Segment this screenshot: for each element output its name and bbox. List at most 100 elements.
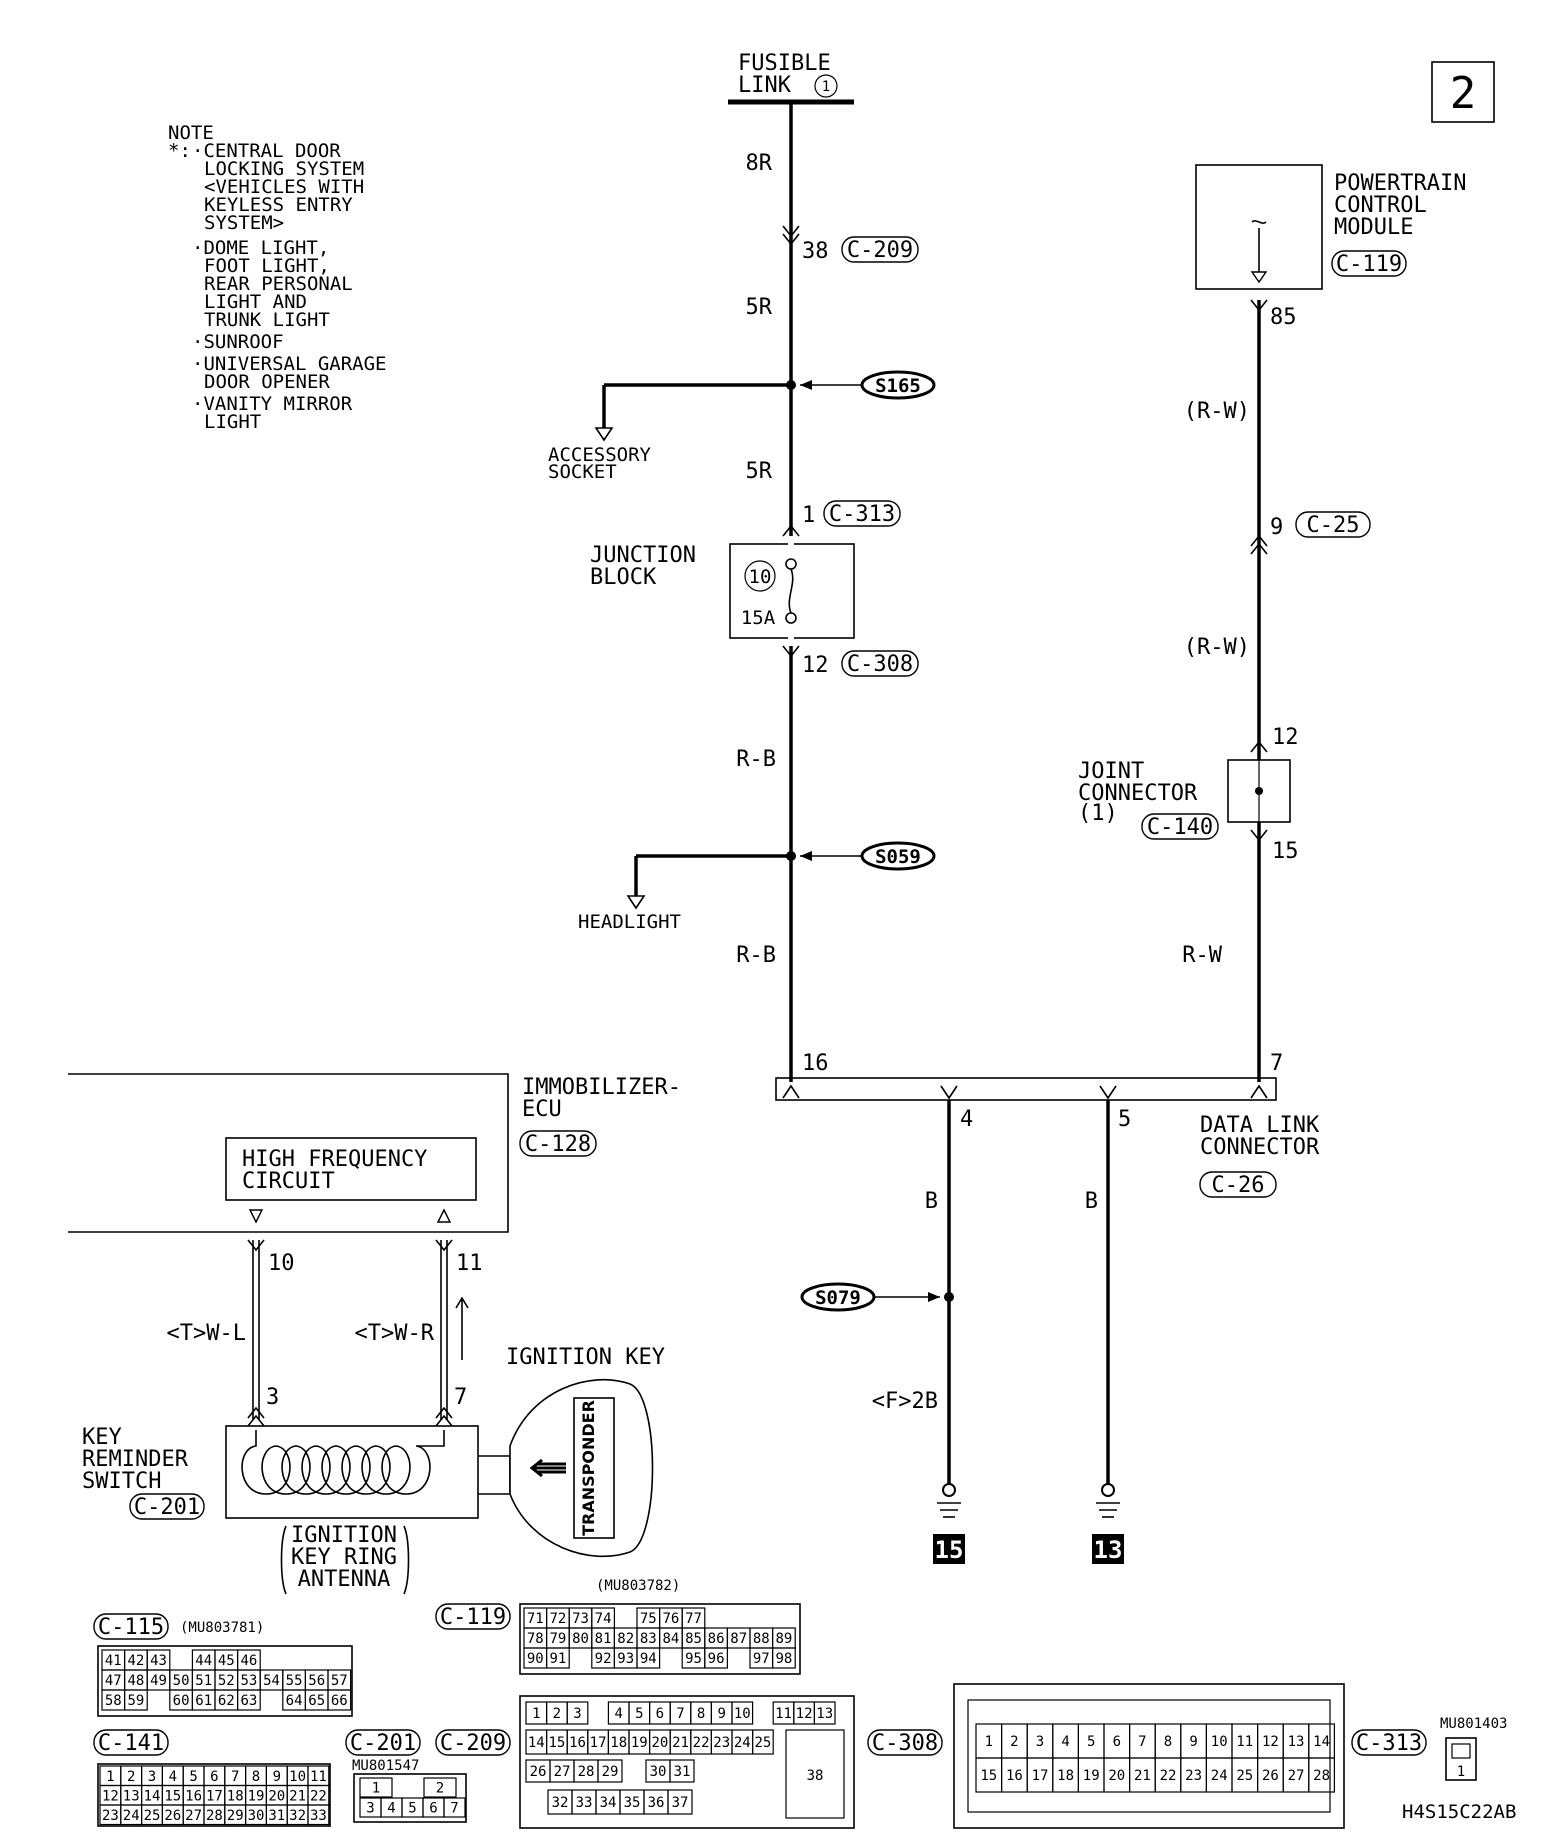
joint-connector-mark-bottom xyxy=(1250,829,1268,842)
pin-4: 4 xyxy=(960,1107,973,1132)
c201-top-pin: 2 xyxy=(436,1781,444,1797)
connector-c209-label: C-209 xyxy=(847,238,913,263)
c141-pin: 33 xyxy=(310,1808,327,1824)
pin-15-joint: 15 xyxy=(1272,839,1299,864)
c119-pin: 80 xyxy=(572,1631,589,1647)
splice-s165-tag xyxy=(860,370,936,400)
c201-bottom-cell xyxy=(443,1797,466,1818)
c209-r4-pin: 33 xyxy=(576,1795,593,1811)
c209-r3-cell xyxy=(597,1759,623,1783)
wire-label-b-b: B xyxy=(1085,1189,1098,1214)
ignition-key-label: IGNITION KEY xyxy=(506,1345,665,1370)
c209-r2-pin: 20 xyxy=(651,1735,668,1751)
connector-c141-frame xyxy=(97,1763,331,1827)
connector-view-c115-tag xyxy=(93,1613,169,1640)
c119-pin: 90 xyxy=(527,1651,544,1667)
c308-pin: 14 xyxy=(1313,1734,1330,1750)
c119-pin: 95 xyxy=(685,1651,702,1667)
connector-tag-c119 xyxy=(1331,250,1407,277)
connector-c313-latch xyxy=(1451,1743,1471,1759)
data-link-line-2: CONNECTOR xyxy=(1200,1135,1320,1160)
c115-pin: 65 xyxy=(308,1693,325,1709)
fusible-link: FUSIBLE LINK 1 xyxy=(728,51,854,105)
pcm-symbol-arrow xyxy=(1250,271,1268,284)
c201-bottom-pin: 7 xyxy=(450,1801,458,1817)
wire-label-rw-c: R-W xyxy=(1182,943,1222,968)
immobilizer-line-2: ECU xyxy=(522,1097,562,1122)
c308-pin: 5 xyxy=(1087,1734,1095,1750)
ignition-key: IGNITION KEY TRANSPONDER xyxy=(478,1345,665,1558)
c209-r3-pin: 27 xyxy=(554,1764,571,1780)
pin-1: 1 xyxy=(802,503,815,528)
c115-pin: 64 xyxy=(286,1693,303,1709)
dlc-pin-4-mark xyxy=(940,1085,958,1100)
joint-connector-mark-top xyxy=(1250,740,1268,753)
c141-pin: 2 xyxy=(127,1769,135,1785)
c115-pin: 53 xyxy=(240,1673,257,1689)
note-title: NOTE xyxy=(168,122,214,144)
c115-pin: 56 xyxy=(308,1673,325,1689)
connector-c128-label: C-128 xyxy=(525,1132,591,1157)
c119-cell xyxy=(545,1647,570,1669)
connector-c119-part: (MU803782) xyxy=(596,1578,680,1594)
ground-a-badge xyxy=(933,1534,965,1564)
c141-pin: 10 xyxy=(289,1769,306,1785)
fusible-link-line-1: FUSIBLE xyxy=(738,51,831,76)
c141-pin: 7 xyxy=(231,1769,239,1785)
note-block: NOTE *: ·CENTRAL DOOR LOCKING SYSTEM <VE… xyxy=(168,122,386,433)
c308-pin: 27 xyxy=(1288,1768,1305,1784)
pin-85: 85 xyxy=(1270,305,1297,330)
connector-c119-label: C-119 xyxy=(1336,252,1402,277)
hf-input-arrow xyxy=(436,1208,452,1223)
c119-cell xyxy=(636,1647,661,1669)
connector-tag-c313 xyxy=(823,500,901,527)
c119-pin: 77 xyxy=(685,1611,702,1627)
c119-cell xyxy=(704,1647,728,1669)
c209-r4-cell xyxy=(667,1789,693,1815)
fuse-number-circle xyxy=(744,560,776,592)
c141-pin: 24 xyxy=(123,1808,140,1824)
data-link-line-1: DATA LINK xyxy=(1200,1113,1320,1138)
key-reminder-switch: KEY REMINDER SWITCH C-201 IGNITION KEY R… xyxy=(82,1425,479,1595)
connector-c209-large-cavity xyxy=(785,1729,845,1819)
c201-bottom-pin: 6 xyxy=(429,1801,437,1817)
c115-pin: 59 xyxy=(127,1693,144,1709)
connector-c308-inner xyxy=(967,1699,1331,1813)
fusible-link-number: 1 xyxy=(822,79,830,95)
pin-5: 5 xyxy=(1118,1107,1131,1132)
c209-r1-pin: 3 xyxy=(573,1706,581,1722)
c308-pin: 11 xyxy=(1236,1734,1253,1750)
c119-pin: 91 xyxy=(549,1651,566,1667)
pin-10: 10 xyxy=(268,1251,295,1276)
c141-pin: 9 xyxy=(273,1769,281,1785)
c308-pin: 17 xyxy=(1032,1768,1049,1784)
connector-view-c119-tag xyxy=(435,1603,511,1630)
connector-mark-pin-10 xyxy=(247,1239,265,1252)
c141-cell xyxy=(307,1804,330,1826)
c141-pin: 3 xyxy=(148,1769,156,1785)
c141-pin: 17 xyxy=(206,1788,223,1804)
fuse-element xyxy=(788,568,794,614)
c115-cell xyxy=(123,1689,148,1711)
connector-c25-label: C-25 xyxy=(1307,513,1360,538)
drawing-code: H4S15C22AB xyxy=(1402,1801,1516,1823)
connector-c313-frame xyxy=(1445,1737,1477,1781)
fuse-terminal-top xyxy=(785,558,797,570)
c209-r1-cell xyxy=(566,1701,589,1725)
pcm-line-1: POWERTRAIN xyxy=(1334,171,1466,196)
splice-s079-dot xyxy=(944,1292,954,1302)
dlc-pin-7-mark xyxy=(1250,1084,1268,1099)
c115-pin: 58 xyxy=(105,1693,122,1709)
c209-r3-pin: 30 xyxy=(650,1764,667,1780)
note-item-4-line-1: ·UNIVERSAL GARAGE xyxy=(192,353,386,375)
c119-pin: 94 xyxy=(640,1651,657,1667)
c209-r1-pin: 1 xyxy=(532,1706,540,1722)
connector-c313-part: MU801403 xyxy=(1440,1716,1507,1732)
fusible-link-line-2: LINK xyxy=(738,73,792,98)
c308-pin: 16 xyxy=(1006,1768,1023,1784)
note-item-2-line-4: LIGHT AND xyxy=(204,291,307,313)
ground-b-badge xyxy=(1092,1534,1124,1564)
c209-r4-pin: 35 xyxy=(624,1795,641,1811)
